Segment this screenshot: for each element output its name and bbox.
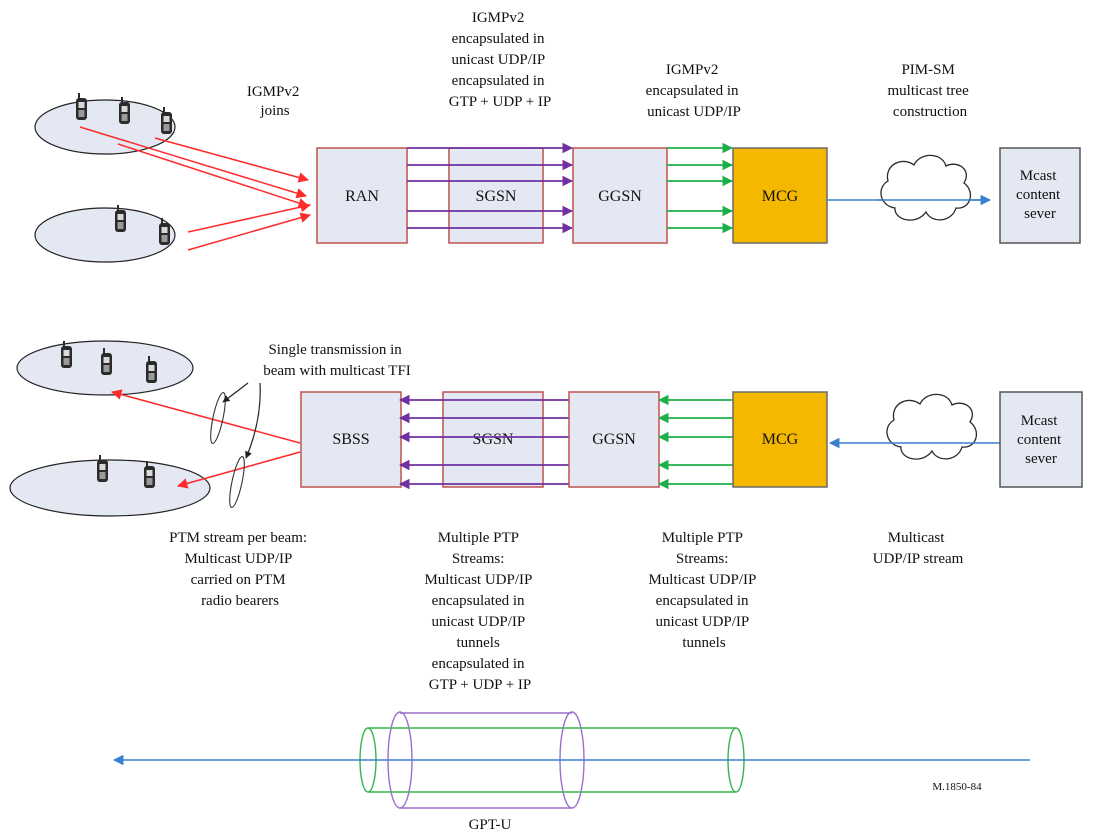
bottom-sgsn-label: SGSN: [473, 431, 514, 448]
ran-label: RAN: [345, 188, 379, 205]
bottom-purple-arrows: [398, 394, 569, 490]
igmp-joins-label: IGMPv2 joins: [247, 84, 303, 119]
ptm-stream-label: PTM stream per beam: Multicast UDP/IP ca…: [169, 530, 311, 609]
bottom-mcg-box: [732, 391, 828, 488]
top-row: RAN SGSN GGSN MCG Mcast content: [34, 93, 1081, 263]
top-mcg-box: [732, 147, 828, 244]
cloud-icon: [886, 393, 978, 460]
top-ggsn-box: [572, 147, 668, 244]
igmp-join-arrows: [79, 126, 312, 251]
ptp-sgsn-label: Multiple PTP Streams: Multicast UDP/IP e…: [424, 530, 535, 693]
sbss-label: SBSS: [332, 431, 369, 448]
top-sgsn-label: SGSN: [476, 188, 517, 205]
ran-box: [316, 147, 408, 244]
bottom-mcast-server-box: [999, 391, 1083, 488]
igmp-unicast-label: IGMPv2 encapsulated in unicast UDP/IP: [646, 62, 743, 120]
callout-lines: [222, 382, 261, 459]
bottom-cell-2: [9, 459, 211, 517]
igmp-gtp-label: IGMPv2 encapsulated in unicast UDP/IP en…: [449, 10, 552, 110]
gtp-tunnel: [112, 711, 1030, 809]
top-mcg-label: MCG: [762, 188, 799, 205]
bottom-sgsn-box: [442, 391, 544, 488]
mobile-phone-icon: [97, 455, 108, 482]
beam-ellipse: [229, 455, 245, 509]
purple-tunnel-body: [400, 712, 572, 809]
sbss-box: [300, 391, 402, 488]
figure-id: M.1850-84: [932, 781, 982, 793]
top-cell-1: [34, 99, 176, 155]
pim-sm-label: PIM-SM multicast tree construction: [888, 62, 973, 120]
gpt-u-label: GPT-U: [469, 817, 512, 833]
top-mcast-server-box: [999, 147, 1081, 244]
beam-ellipse: [210, 391, 226, 445]
bottom-green-arrows: [657, 394, 733, 490]
top-cell-2: [34, 207, 176, 263]
bottom-ggsn-label: GGSN: [592, 431, 636, 448]
top-purple-arrows: [407, 142, 574, 234]
ptm-beam-arrows: [110, 389, 301, 489]
cloud-icon: [880, 154, 972, 221]
bottom-mcast-server-label: Mcast content sever: [1017, 413, 1065, 467]
green-tunnel-body: [368, 727, 736, 793]
single-transmission-label: Single transmission in beam with multica…: [263, 342, 411, 379]
bottom-ggsn-box: [568, 391, 660, 488]
top-mcast-server-label: Mcast content sever: [1016, 168, 1064, 222]
top-green-arrows: [667, 142, 734, 234]
bottom-mcg-label: MCG: [762, 431, 799, 448]
top-ggsn-label: GGSN: [598, 188, 642, 205]
mobile-phone-icon: [76, 93, 87, 120]
bottom-row: SBSS SGSN GGSN MCG Mcast content sever: [9, 340, 1083, 517]
ptp-ggsn-label: Multiple PTP Streams: Multicast UDP/IP e…: [648, 530, 759, 651]
multicast-stream-label: Multicast UDP/IP stream: [873, 530, 964, 567]
